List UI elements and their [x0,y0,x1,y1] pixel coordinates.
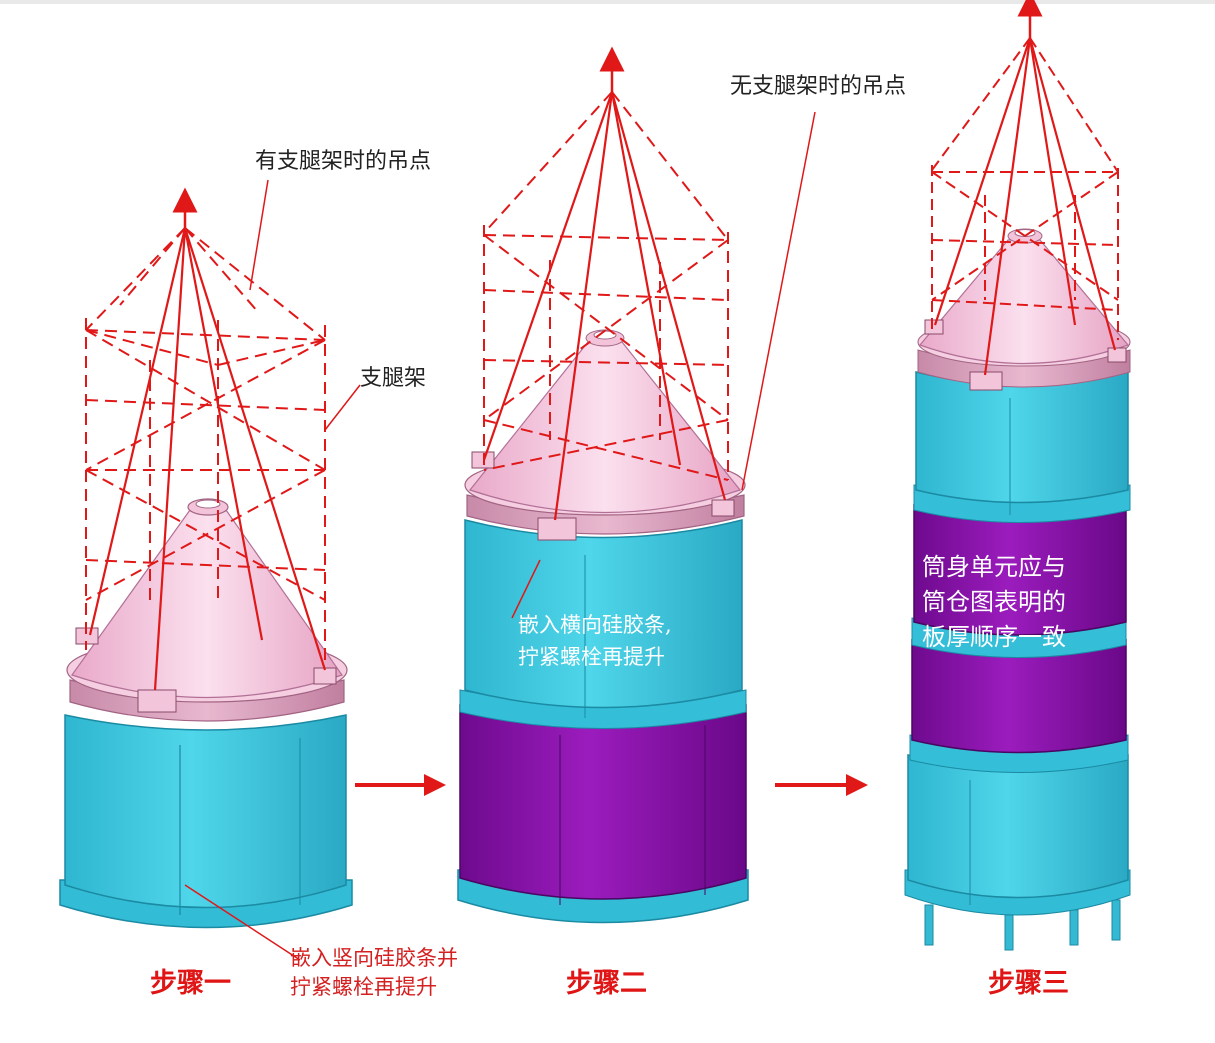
silo3-cyan-top [915,371,1129,504]
label-step3-note-line2: 筒仓图表明的 [922,588,1066,616]
silo1-cyan-shell [64,714,347,909]
silo3-cone [918,239,1130,365]
rigging-step3 [931,0,1119,376]
silo-step3 [904,228,1131,951]
silo1-cone [71,509,343,699]
label-lift-point-without-frame: 无支腿架时的吊点 [730,74,906,99]
label-step1-note-line2: 拧紧螺栓再提升 [290,975,437,999]
silo-step2 [457,329,749,924]
silo3-cyan-bottom [907,754,1129,899]
step-label-2: 步骤二 [566,968,647,999]
step-label-1: 步骤一 [150,968,231,999]
label-step1-note-line1: 嵌入竖向硅胶条并 [290,946,458,970]
silo2-purple-shell [459,704,747,900]
label-step2-note-line2: 拧紧螺栓再提升 [518,645,665,669]
silo-step1 [59,498,353,929]
step-label-3: 步骤三 [988,968,1069,999]
rigging-step2 [482,46,816,619]
step-arrow-1 [355,774,446,796]
step-arrow-2 [775,774,868,796]
top-strip [0,0,1215,4]
silo2-cone [468,341,742,514]
label-step2-note-line1: 嵌入横向硅胶条, [518,613,672,637]
label-lift-point-with-frame: 有支腿架时的吊点 [255,149,431,174]
label-support-frame: 支腿架 [360,366,426,391]
label-step3-note-line3: 板厚顺序一致 [922,623,1066,651]
label-step3-note-line1: 筒身单元应与 [922,553,1066,581]
rigging-step1 [85,179,361,691]
